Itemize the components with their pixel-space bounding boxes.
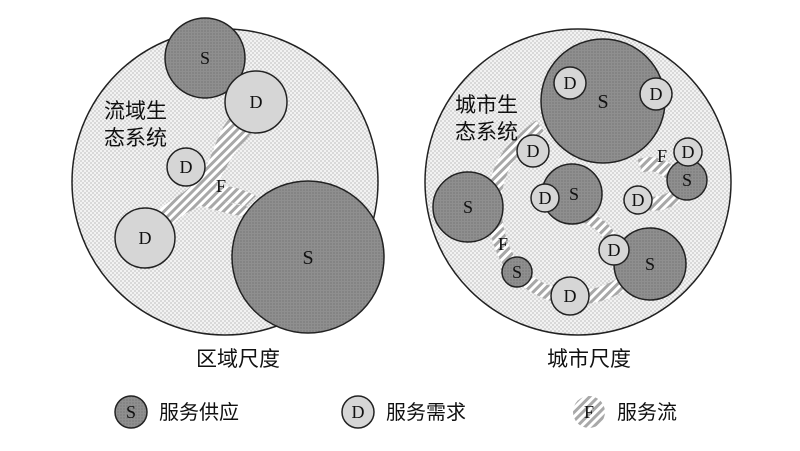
legend-flow-text: 服务流	[617, 400, 677, 424]
flow-label: F	[216, 176, 226, 196]
demand-node-label: D	[608, 240, 621, 260]
demand-node	[553, 66, 587, 100]
supply-node-label: S	[645, 254, 655, 274]
demand-node	[530, 183, 560, 213]
demand-node-label: D	[682, 142, 695, 162]
service-flow-band-branch	[186, 188, 252, 218]
supply-node-large	[231, 180, 385, 334]
demand-node	[639, 77, 673, 111]
legend-demand-swatch	[341, 395, 375, 429]
supply-node-label: S	[463, 197, 473, 217]
demand-node	[224, 70, 288, 134]
legend: S 服务供应 D 服务需求 F 服务流	[114, 395, 677, 429]
demand-node-label: D	[650, 84, 663, 104]
supply-node	[432, 171, 504, 243]
regional-scale-diagram: S D D D S F 流域生 态系统 区域尺度	[71, 17, 385, 371]
demand-node	[550, 276, 590, 316]
demand-node	[516, 134, 550, 168]
supply-node	[501, 256, 533, 288]
system-label-line1: 城市生	[455, 93, 518, 117]
supply-node	[164, 17, 246, 99]
legend-supply-text: 服务供应	[159, 400, 239, 424]
demand-node	[114, 207, 176, 269]
supply-node-label: S	[200, 48, 210, 68]
flow-label: F	[498, 234, 508, 254]
demand-node-label: D	[527, 141, 540, 161]
supply-node-label: S	[682, 170, 692, 190]
scale-label: 区域尺度	[196, 347, 280, 371]
supply-node-label: S	[512, 262, 522, 282]
legend-flow-swatch	[573, 396, 605, 428]
demand-node	[166, 147, 206, 187]
system-label-line1: 流域生	[104, 99, 167, 123]
scale-label: 城市尺度	[547, 347, 631, 371]
supply-node-label: S	[597, 91, 608, 113]
demand-node-label: D	[250, 92, 263, 112]
demand-node-label: D	[180, 157, 193, 177]
demand-node	[673, 137, 703, 167]
demand-node-label: D	[564, 286, 577, 306]
legend-supply-symbol: S	[126, 402, 136, 422]
demand-node-label: D	[564, 73, 577, 93]
system-label-line2: 态系统	[455, 120, 518, 144]
legend-supply-swatch	[114, 395, 148, 429]
system-label-line2: 态系统	[104, 126, 167, 150]
demand-node-label: D	[539, 188, 552, 208]
demand-node	[623, 185, 653, 215]
service-flow-band	[148, 104, 270, 236]
supply-node-label: S	[302, 247, 313, 269]
demand-node-label: D	[632, 190, 645, 210]
legend-flow-symbol: F	[584, 402, 594, 422]
supply-node-label: S	[569, 184, 579, 204]
legend-demand-text: 服务需求	[386, 400, 466, 424]
legend-demand-symbol: D	[352, 402, 365, 422]
demand-node-label: D	[139, 228, 152, 248]
demand-node	[598, 234, 630, 266]
flow-label: F	[657, 146, 667, 166]
urban-scale-diagram: S D D D S S D D S D S D S D F F 城市生 态系统 …	[424, 28, 732, 371]
